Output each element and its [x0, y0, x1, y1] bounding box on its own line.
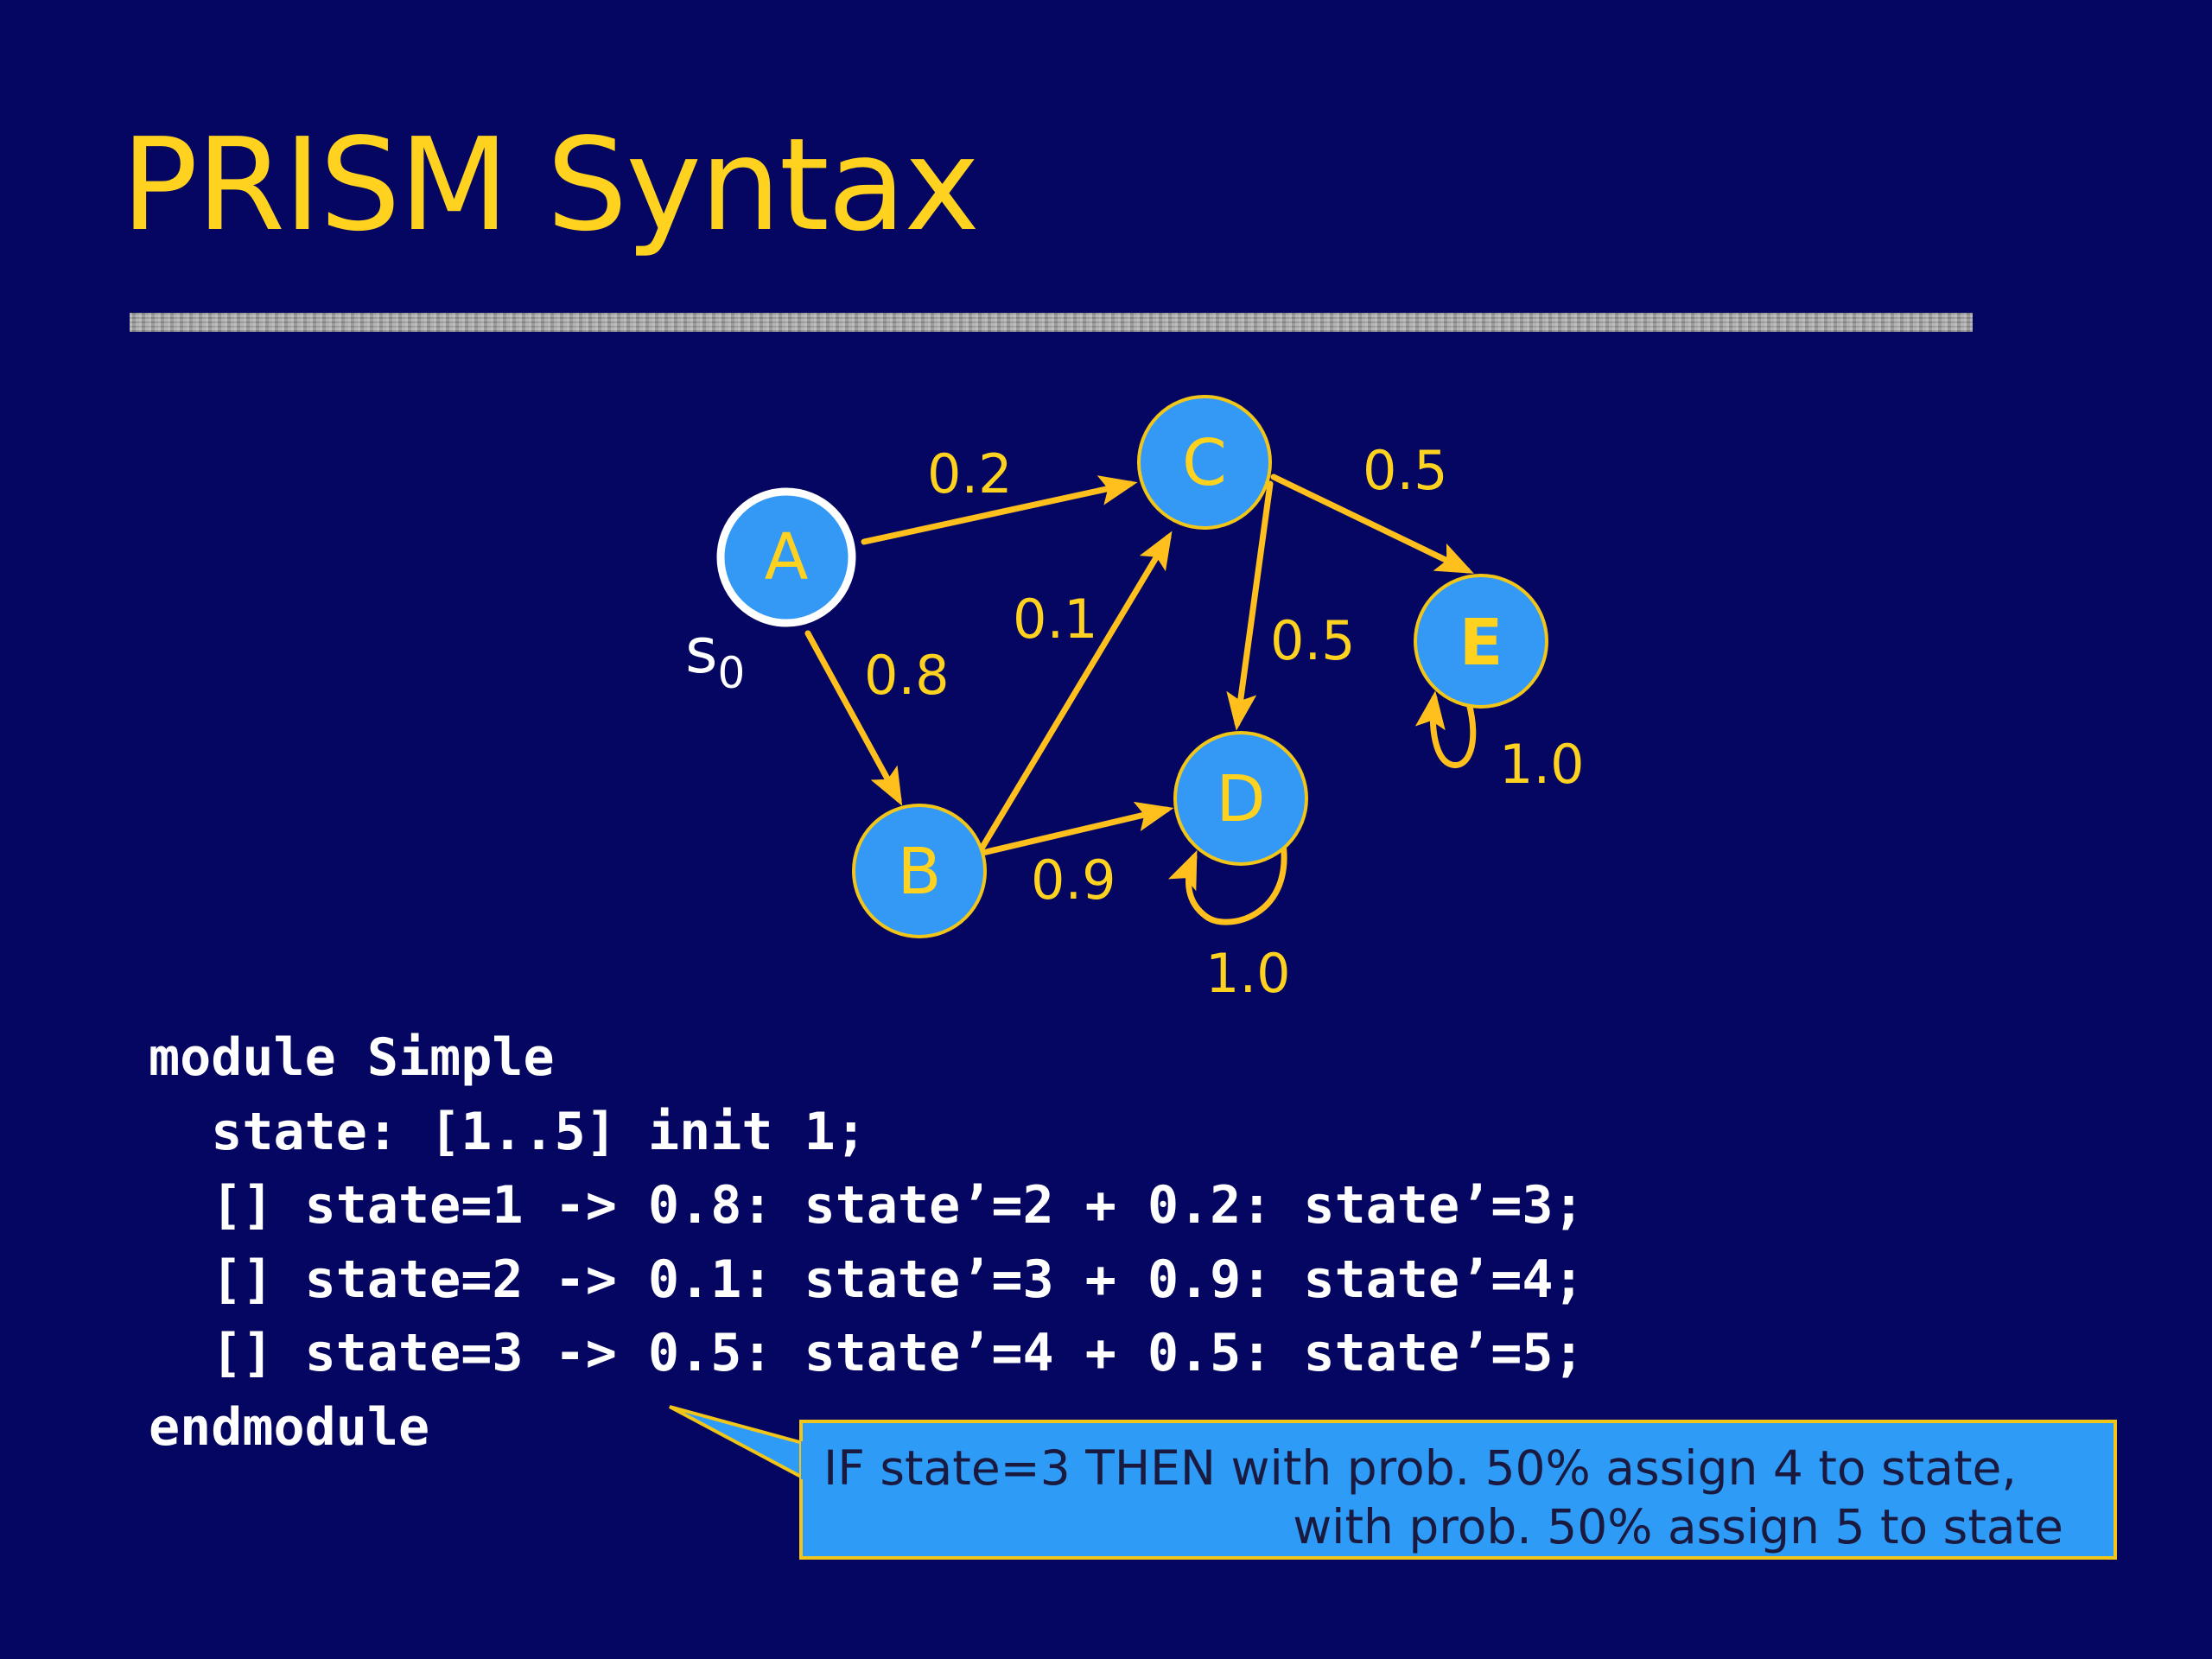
edge-label-c-d: 0.5: [1270, 609, 1356, 672]
code-line: state: [1..5] init 1;: [149, 1101, 867, 1162]
node-a: A: [716, 487, 856, 627]
edge-label-d-d: 1.0: [1205, 942, 1291, 1005]
edge-b-c: [978, 531, 1173, 852]
callout-line-2: with prob. 50% assign 5 to state: [1293, 1499, 2063, 1554]
node-c-label: C: [1182, 426, 1227, 500]
edge-a-b: [804, 630, 903, 806]
edge-a-c: [861, 475, 1138, 545]
edge-c-e: [1270, 474, 1474, 574]
code-line: endmodule: [149, 1396, 430, 1458]
edge-d-d-loop: [1167, 835, 1287, 925]
node-b: B: [852, 804, 987, 938]
initial-state-label: s0: [685, 614, 745, 698]
edge-c-d: [1226, 480, 1274, 731]
edge-e-e-loop: [1414, 690, 1477, 768]
edge-label-a-c: 0.2: [927, 442, 1013, 505]
node-d-label: D: [1217, 762, 1266, 836]
prism-code-block: module Simple state: [1..5] init 1; [] s…: [149, 1021, 1585, 1465]
initial-state-symbol: s: [685, 614, 718, 687]
node-b-label: B: [898, 835, 942, 909]
slide-title: PRISM Syntax: [121, 111, 980, 259]
title-divider: [130, 313, 1973, 332]
node-e: E: [1414, 574, 1548, 709]
node-d: D: [1173, 731, 1308, 866]
edge-label-b-c: 0.1: [1013, 588, 1098, 651]
code-line: [] state=3 -> 0.5: state’=4 + 0.5: state…: [149, 1323, 1585, 1383]
code-line: [] state=2 -> 0.1: state’=3 + 0.9: state…: [149, 1249, 1585, 1310]
node-a-label: A: [765, 520, 809, 594]
explanation-callout: IF state=3 THEN with prob. 50% assign 4 …: [799, 1420, 2117, 1560]
edge-label-a-b: 0.8: [864, 644, 950, 707]
edge-label-b-d: 0.9: [1031, 849, 1116, 912]
callout-line-1: IF state=3 THEN with prob. 50% assign 4 …: [823, 1440, 2017, 1496]
node-e-label: E: [1459, 606, 1503, 680]
code-line: [] state=1 -> 0.8: state’=2 + 0.2: state…: [149, 1175, 1585, 1236]
node-c: C: [1137, 395, 1272, 530]
initial-state-subscript: 0: [718, 648, 746, 698]
edge-label-e-e: 1.0: [1499, 733, 1585, 796]
code-line: module Simple: [149, 1027, 555, 1088]
edge-b-d: [976, 801, 1174, 857]
edge-label-c-e: 0.5: [1363, 439, 1448, 502]
